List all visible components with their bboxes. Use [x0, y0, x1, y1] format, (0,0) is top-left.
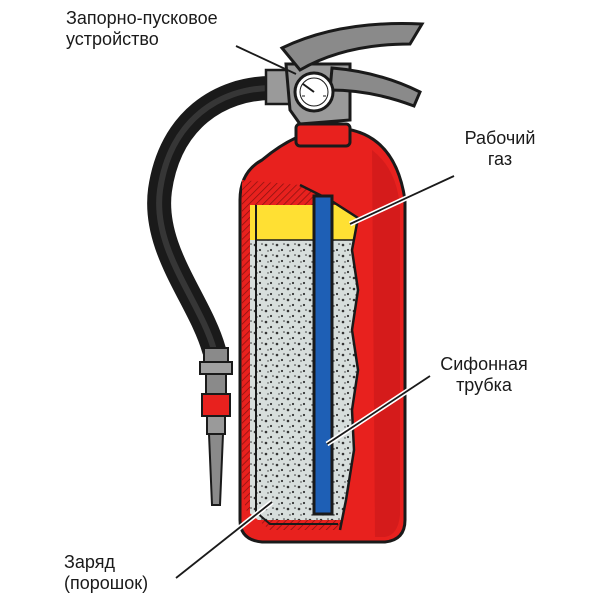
- cylinder-shade: [372, 150, 400, 537]
- leader-valve: [235, 45, 297, 75]
- label-charge-line-1: Заряд: [64, 552, 115, 572]
- cutaway: [242, 180, 358, 530]
- hose-highlight: [156, 85, 275, 353]
- label-gas-line-1: Рабочий: [464, 128, 536, 148]
- siphon-tube: [312, 194, 334, 516]
- inner-wall: [255, 205, 338, 525]
- label-charge: Заряд (порошок): [64, 552, 148, 594]
- label-siphon: Сифонная трубка: [424, 354, 544, 396]
- neck-collar: [294, 122, 352, 148]
- leader-charge-line: [175, 501, 273, 579]
- valve-head: [264, 22, 425, 126]
- label-charge-line-2: (порошок): [64, 573, 149, 593]
- label-gas: Рабочий газ: [450, 128, 550, 170]
- leader-gas-line: [349, 175, 455, 225]
- leader-siphon-line: [326, 375, 431, 445]
- gauge-icon: [293, 71, 335, 113]
- label-gas-line-2: газ: [487, 149, 513, 169]
- label-siphon-line-2: трубка: [456, 375, 512, 395]
- label-valve-line-2: устройство: [66, 29, 159, 49]
- cutaway-edge: [299, 183, 360, 531]
- nozzle: [199, 347, 233, 506]
- label-valve: Запорно-пусковое устройство: [66, 8, 218, 50]
- label-valve-line-1: Запорно-пусковое: [66, 8, 218, 28]
- label-siphon-line-1: Сифонная: [440, 354, 528, 374]
